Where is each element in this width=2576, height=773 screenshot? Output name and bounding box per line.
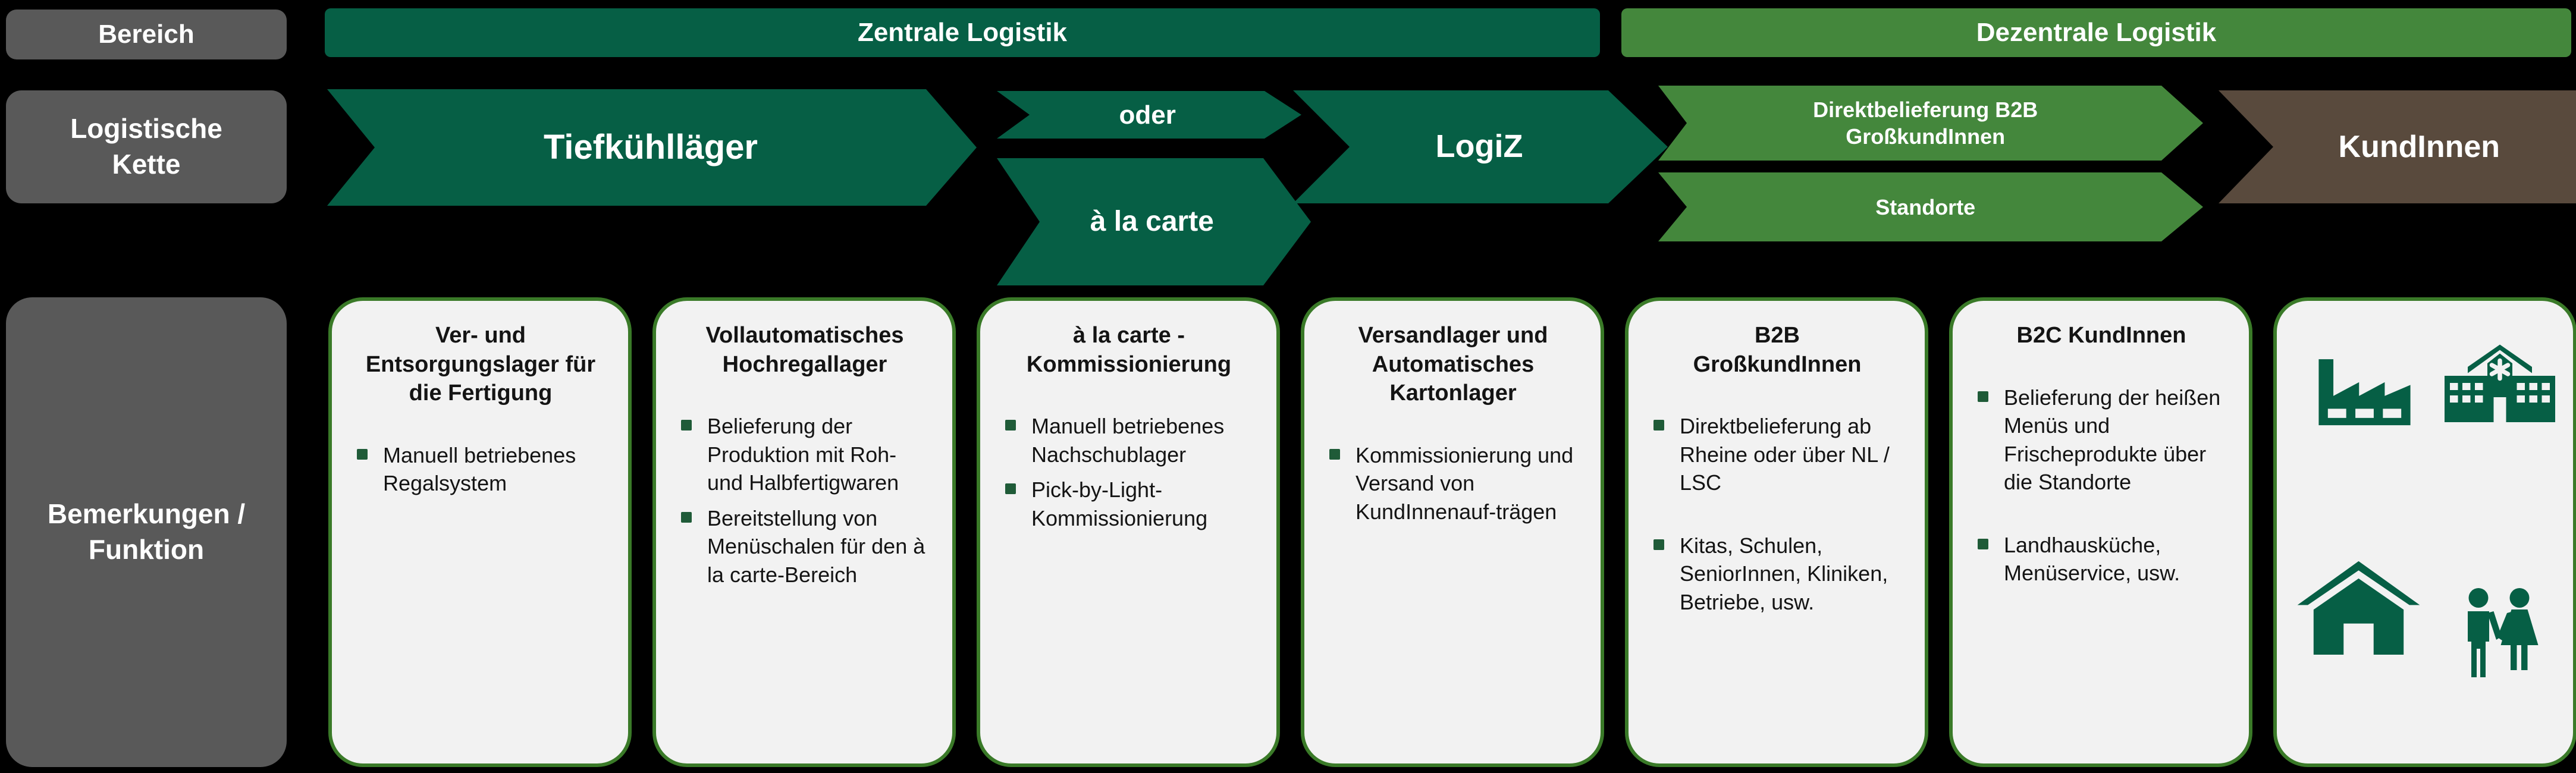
bemerkungen-row-label: Bemerkungen / Funktion bbox=[6, 297, 287, 767]
bullet-square-icon bbox=[1653, 539, 1664, 550]
bullet-square-icon bbox=[681, 511, 692, 523]
card-kundinnen-icons bbox=[2273, 297, 2576, 767]
list-item: Belieferung der heißen Menüs und Frische… bbox=[1976, 384, 2233, 497]
hospital-icon bbox=[2445, 344, 2555, 422]
list-item: Pick-by-Light-Kommissionierung bbox=[1004, 476, 1261, 532]
factory-icon bbox=[2318, 359, 2411, 426]
list-item: Kommissionierung und Versand von KundInn… bbox=[1328, 441, 1585, 526]
bullet-square-icon bbox=[357, 448, 368, 460]
card-title: Ver- und Entsorgungslager für die Fertig… bbox=[365, 323, 596, 406]
list-item: Bereitstellung von Menüschalen für den à… bbox=[680, 504, 937, 589]
arrow-direktbelieferung-b2b: Direktbelieferung B2B GroßkundInnen bbox=[1658, 86, 2203, 161]
logistische-kette-row-label: Logistische Kette bbox=[6, 90, 287, 203]
card-title: B2B GroßkundInnen bbox=[1693, 323, 1862, 377]
bullet-square-icon bbox=[1005, 483, 1016, 495]
bullet-text: Pick-by-Light-Kommissionierung bbox=[1031, 477, 1208, 530]
bereich-row-label: Bereich bbox=[6, 10, 287, 59]
arrow-standorte: Standorte bbox=[1658, 172, 2203, 241]
card-ver-und-entsorgungslager: Ver- und Entsorgungslager für die Fertig… bbox=[328, 297, 632, 767]
bullet-square-icon bbox=[1978, 538, 1988, 549]
bullet-square-icon bbox=[1653, 420, 1664, 431]
arrow-logiz: LogiZ bbox=[1293, 90, 1668, 203]
bullet-text: Kitas, Schulen, SeniorInnen, Kliniken, B… bbox=[1680, 533, 1888, 614]
zentrale-logistik-band: Zentrale Logistik bbox=[325, 8, 1600, 57]
card-b2c-kundinnen: B2C KundInnen Belieferung der heißen Men… bbox=[1949, 297, 2252, 767]
card-title: à la carte - Kommissionierung bbox=[1026, 323, 1232, 377]
bullet-square-icon bbox=[1978, 391, 1988, 402]
dezentrale-logistik-band: Dezentrale Logistik bbox=[1621, 8, 2571, 57]
bullet-text: Manuell betriebenes Regalsystem bbox=[383, 442, 576, 496]
house-icon bbox=[2297, 561, 2420, 655]
list-item: Manuell betriebenes Nachschublager bbox=[1004, 412, 1261, 469]
bullet-text: Belieferung der Produktion mit Roh- und … bbox=[707, 414, 899, 495]
bullet-text: Direktbelieferung ab Rheine oder über NL… bbox=[1680, 414, 1890, 495]
couple-icon bbox=[2468, 588, 2539, 677]
bullet-square-icon bbox=[681, 420, 692, 431]
list-item: Manuell betriebenes Regalsystem bbox=[356, 441, 613, 498]
card-title: Versandlager und Automatisches Kartonlag… bbox=[1358, 323, 1548, 406]
arrow-a-la-carte: à la carte bbox=[997, 158, 1311, 285]
card-title: B2C KundInnen bbox=[2016, 323, 2186, 348]
arrow-oder: oder bbox=[997, 91, 1301, 139]
list-item: Belieferung der Produktion mit Roh- und … bbox=[680, 412, 937, 497]
bullet-text: Kommissionierung und Versand von KundInn… bbox=[1356, 442, 1574, 524]
bullet-text: Manuell betriebenes Nachschublager bbox=[1031, 414, 1225, 467]
bullet-text: Belieferung der heißen Menüs und Frische… bbox=[2004, 385, 2221, 495]
bullet-square-icon bbox=[1005, 420, 1016, 431]
list-item: Landhausküche, Menüservice, usw. bbox=[1976, 531, 2233, 587]
card-title: Vollautomatisches Hochregallager bbox=[705, 323, 904, 377]
bullet-text: Bereitstellung von Menüschalen für den à… bbox=[707, 505, 925, 587]
card-a-la-carte-kommissionierung: à la carte - Kommissionierung Manuell be… bbox=[977, 297, 1280, 767]
card-b2b-grosskundinnen: B2B GroßkundInnen Direktbelieferung ab R… bbox=[1625, 297, 1928, 767]
card-hochregallager: Vollautomatisches Hochregallager Beliefe… bbox=[652, 297, 956, 767]
list-item: Direktbelieferung ab Rheine oder über NL… bbox=[1652, 412, 1909, 497]
bullet-square-icon bbox=[1329, 448, 1340, 460]
bullet-text: Landhausküche, Menüservice, usw. bbox=[2004, 532, 2180, 586]
list-item: Kitas, Schulen, SeniorInnen, Kliniken, B… bbox=[1652, 532, 1909, 617]
arrow-tiefkuehllaeger: Tiefkühlläger bbox=[327, 89, 977, 206]
card-versandlager: Versandlager und Automatisches Kartonlag… bbox=[1301, 297, 1604, 767]
arrow-kundinnen: KundInnen bbox=[2219, 90, 2576, 203]
